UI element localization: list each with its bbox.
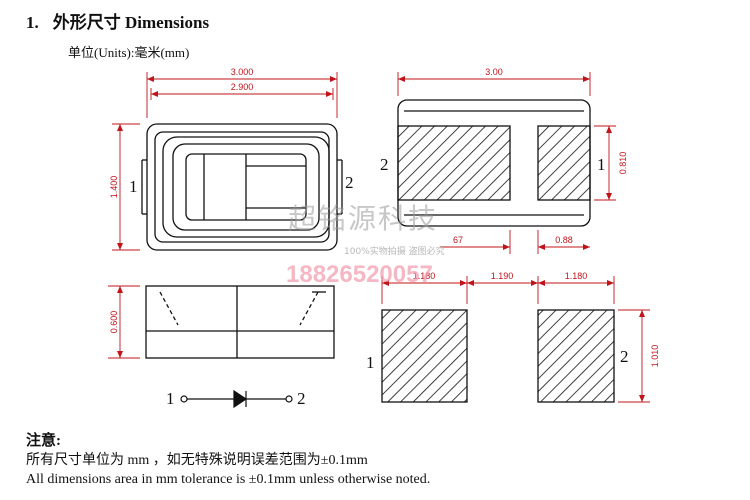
pin-label-bottom-right: 1 (597, 155, 606, 174)
footprint-dimensions (381, 276, 650, 403)
section-title: 外形尺寸 Dimensions (52, 13, 210, 32)
watermark: 超铭源科技 100%实物拍摄 盗图必究 18826520057 (286, 202, 445, 288)
dim-bottom-width: 3.00 (485, 67, 503, 77)
fp-label-right: 2 (620, 347, 629, 366)
pad-left (397, 125, 511, 201)
bottom-view-dimensions (397, 72, 616, 254)
watermark-company: 超铭源科技 (288, 202, 438, 235)
bottom-view (397, 99, 591, 227)
side-outline (145, 285, 335, 359)
diode-label-left: 1 (166, 389, 175, 408)
watermark-note: 100%实物拍摄 盗图必究 (344, 245, 445, 257)
footprint-pad-left (381, 309, 468, 403)
dim-footprint-left: 1.180 (413, 271, 436, 281)
footprint-pad-right (537, 309, 615, 403)
dim-pad-height: 0.810 (618, 152, 628, 175)
side-view-dimensions (108, 285, 140, 359)
pin-label-top-right: 2 (345, 173, 354, 192)
dim-footprint-height: 1.010 (650, 345, 660, 368)
lens-outer (162, 136, 330, 238)
pin-label-bottom-left: 2 (380, 155, 389, 174)
top-view-dimensions (112, 72, 338, 251)
section-number: 1. (26, 13, 39, 32)
side-view (145, 285, 335, 359)
pad-right (537, 125, 591, 201)
package-outline (146, 123, 338, 251)
notes-block: 注意: 所有尺寸单位为 mm ，如无特殊说明误差范围为±0.1mm All di… (26, 432, 430, 489)
dim-top-width-outer: 3.000 (231, 67, 254, 77)
dim-top-width-inner: 2.900 (231, 82, 254, 92)
diode-label-right: 2 (297, 389, 306, 408)
diode-symbol (180, 389, 293, 409)
dim-side-height: 0.600 (109, 311, 119, 334)
fp-label-left: 1 (366, 353, 375, 372)
top-view (141, 123, 343, 251)
notes-line-cn: 所有尺寸单位为 mm ，如无特殊说明误差范围为±0.1mm (26, 453, 368, 468)
dim-top-height: 1.400 (109, 176, 119, 199)
dim-gap-left: 67 (453, 235, 463, 245)
dim-gap-right: 0.88 (555, 235, 573, 245)
notes-line-en: All dimensions area in mm tolerance is ±… (26, 472, 431, 487)
dim-footprint-right: 1.180 (565, 271, 588, 281)
watermark-phone: 18826520057 (286, 261, 433, 288)
lens-inner (172, 143, 320, 231)
section-heading: 1. 外形尺寸 Dimensions (26, 8, 209, 33)
units-label: 单位(Units):毫米(mm) (68, 45, 190, 60)
pin-label-top-left: 1 (129, 177, 138, 196)
footprint (381, 309, 615, 403)
dim-footprint-gap: 1.190 (491, 271, 514, 281)
notes-title: 注意: (26, 433, 61, 449)
